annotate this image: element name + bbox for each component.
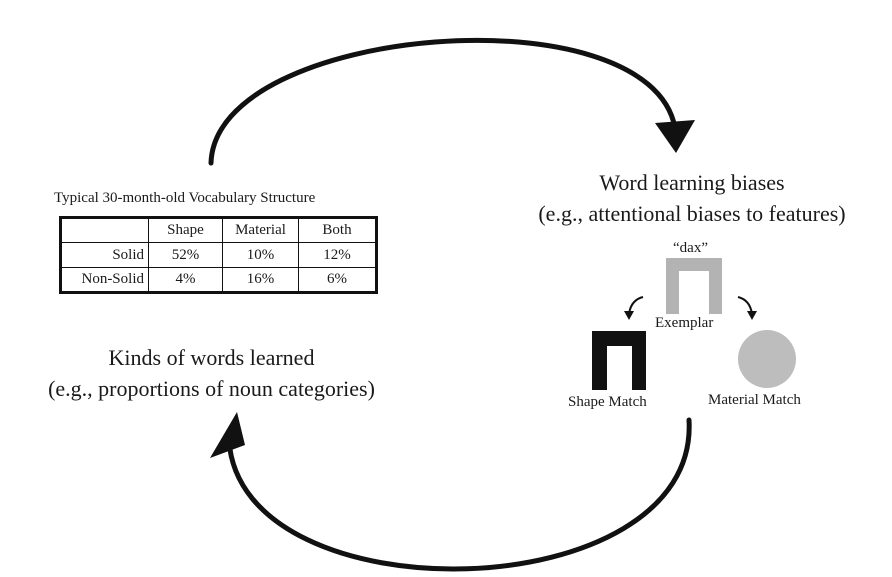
column-header-shape: Shape (148, 217, 223, 243)
top-cycle-arrow-line (208, 37, 678, 166)
table-cell: 4% (148, 267, 223, 293)
vocabulary-table: Shape Material Both Solid 52% 10% 12% No… (59, 216, 378, 294)
kinds-of-words-title: Kinds of words learned (108, 345, 315, 370)
novel-word-label: “dax” (673, 240, 708, 256)
exemplar-label: Exemplar (655, 315, 714, 331)
kinds-of-words-node: Kinds of words learned (e.g., proportion… (0, 342, 423, 404)
table-header-row: Shape Material Both (60, 217, 377, 243)
table-cell: 6% (298, 267, 377, 293)
exemplar-arch-shape (666, 258, 722, 314)
bottom-cycle-arrow-line (226, 417, 692, 572)
table-cell: 10% (222, 242, 299, 268)
table-row: Non-Solid 4% 16% 6% (60, 267, 377, 293)
table-row: Solid 52% 10% 12% (60, 242, 377, 268)
shape-match-arch-shape (592, 331, 646, 390)
table-cell: 52% (148, 242, 223, 268)
column-header-both: Both (298, 217, 377, 243)
bottom-cycle-arrowhead (210, 412, 245, 458)
shape-match-label: Shape Match (568, 394, 647, 410)
column-header-material: Material (222, 217, 299, 243)
word-learning-biases-node: Word learning biases (e.g., attentional … (492, 167, 892, 229)
table-cell: 16% (222, 267, 299, 293)
arrow-to-shape-match-head (624, 311, 634, 320)
table-title: Typical 30-month-old Vocabulary Structur… (54, 190, 316, 206)
word-learning-biases-title: Word learning biases (599, 170, 785, 195)
kinds-of-words-subtitle: (e.g., proportions of noun categories) (48, 376, 375, 401)
top-cycle-arrowhead (655, 120, 695, 153)
word-learning-biases-subtitle: (e.g., attentional biases to features) (538, 201, 846, 226)
material-match-circle-shape (738, 330, 796, 388)
arrow-to-material-match-head (747, 311, 757, 320)
table-cell: 12% (298, 242, 377, 268)
table-corner-cell (60, 217, 149, 243)
row-header-non-solid: Non-Solid (60, 267, 149, 293)
row-header-solid: Solid (60, 242, 149, 268)
material-match-label: Material Match (708, 392, 801, 408)
